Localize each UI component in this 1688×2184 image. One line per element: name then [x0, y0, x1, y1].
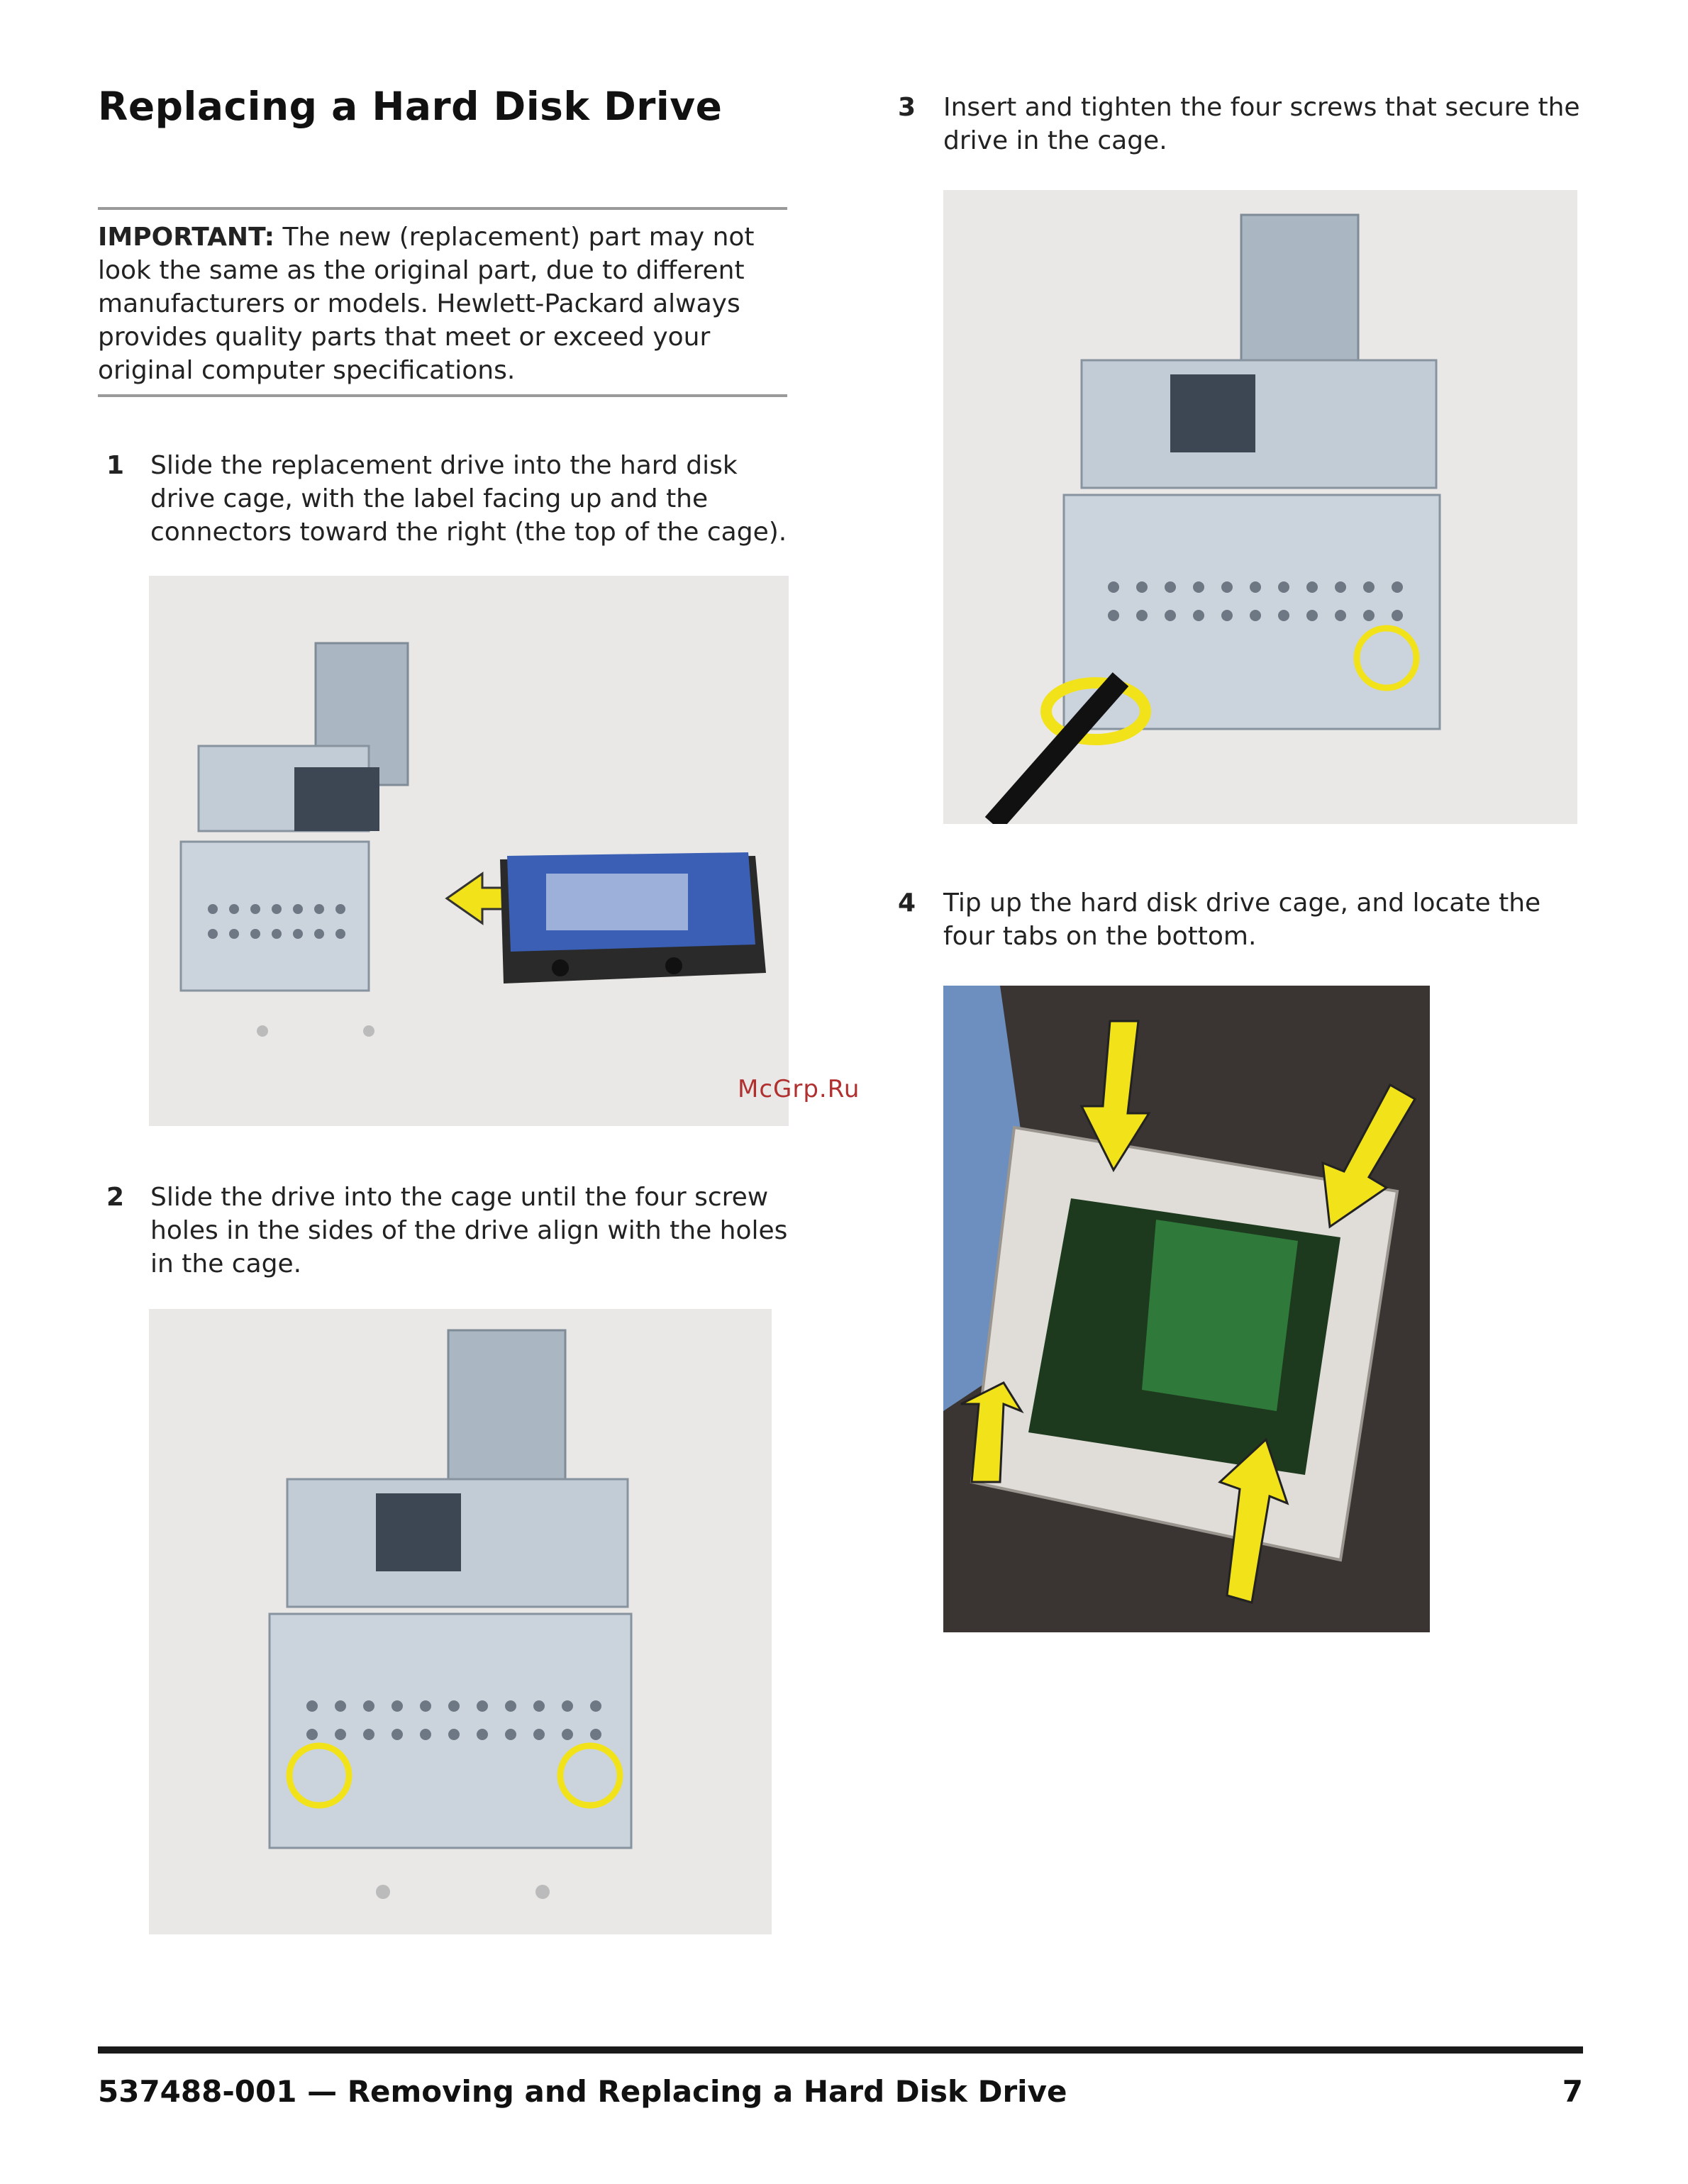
step-2-text: Slide the drive into the cage until the … [150, 1183, 788, 1278]
step-1-text: Slide the replacement drive into the har… [150, 451, 787, 547]
step-4-text: Tip up the hard disk drive cage, and loc… [943, 888, 1541, 951]
step-3-photo [943, 190, 1577, 824]
watermark: McGrp.Ru [738, 1075, 860, 1103]
screw-icon [363, 1025, 374, 1037]
step-4-photo [943, 986, 1430, 1632]
highlight-circle-icon [286, 1742, 352, 1809]
drive-cage-illustration [179, 642, 409, 992]
important-text: The new (replacement) part may not look … [98, 223, 755, 385]
yellow-arrow-icon [1321, 1083, 1417, 1229]
footer-doc-title: 537488-001 — Removing and Replacing a Ha… [98, 2074, 1067, 2109]
step-3-text: Insert and tighten the four screws that … [943, 93, 1580, 155]
important-note: IMPORTANT: The new (replacement) part ma… [98, 221, 787, 387]
step-2-number: 2 [106, 1183, 125, 1212]
footer-rule [98, 2046, 1583, 2054]
page-title: Replacing a Hard Disk Drive [98, 84, 723, 129]
yellow-arrow-icon [1218, 1437, 1289, 1604]
footer-page-number: 7 [1562, 2074, 1583, 2109]
yellow-arrow-icon [960, 1381, 1024, 1483]
important-top-rule [98, 207, 787, 210]
screw-icon [376, 1885, 390, 1899]
screwdriver-icon [984, 672, 1129, 824]
hand-sleeve-illustration [943, 986, 1028, 1411]
yellow-arrow-icon [1079, 1020, 1151, 1173]
hard-drive-illustration [500, 852, 766, 984]
step-1-photo [149, 576, 789, 1126]
screw-icon [535, 1885, 550, 1899]
rotate-arrow-icon [1040, 677, 1151, 745]
highlight-circle-icon [1353, 625, 1420, 691]
step-1-number: 1 [106, 451, 125, 480]
important-label: IMPORTANT: [98, 223, 275, 252]
screw-icon [257, 1025, 268, 1037]
highlight-circle-icon [557, 1742, 623, 1809]
important-bottom-rule [98, 394, 787, 397]
step-4-number: 4 [898, 888, 916, 918]
step-2-photo [149, 1309, 772, 1934]
step-3-number: 3 [898, 93, 916, 122]
